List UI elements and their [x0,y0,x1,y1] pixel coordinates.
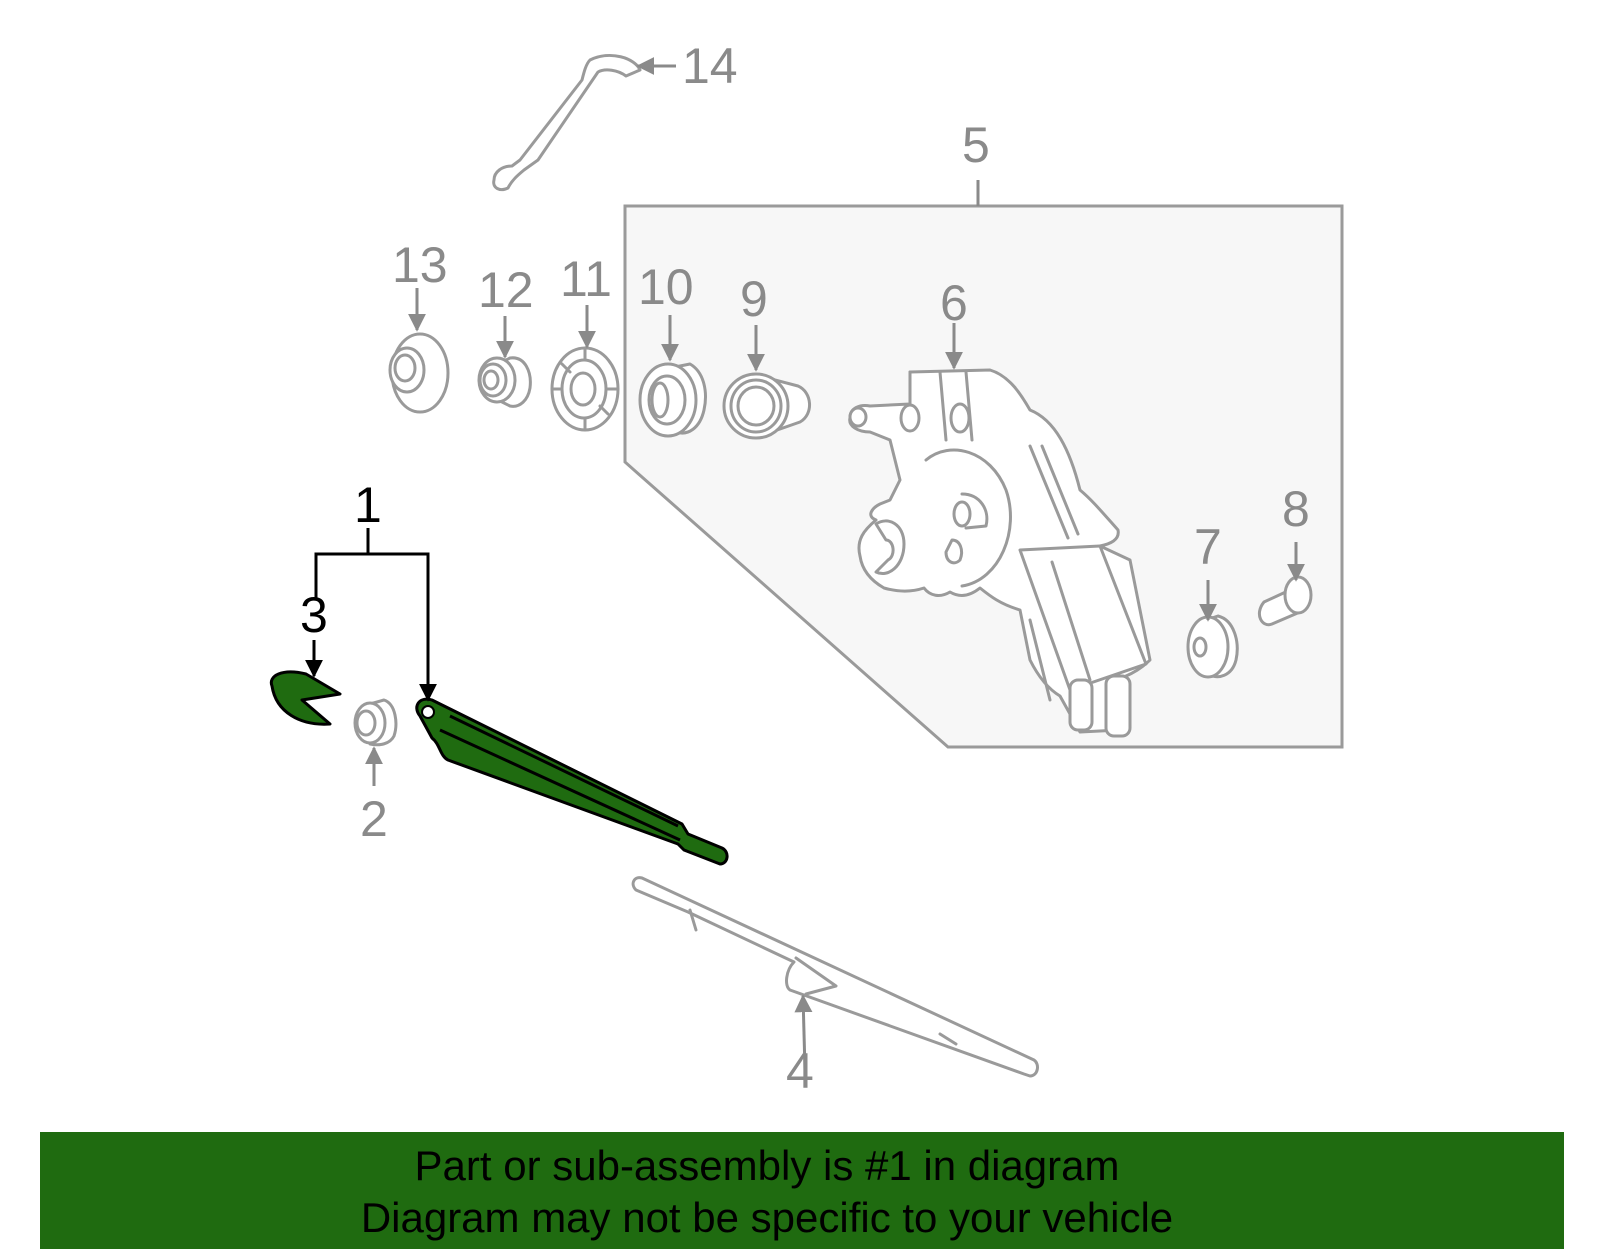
callout-5: 5 [962,117,990,173]
arm-nut-part [353,698,398,786]
info-banner: Part or sub-assembly is #1 in diagram Di… [40,1132,1564,1249]
arm-cover-part [269,640,342,726]
wiper-arm-part [314,528,729,866]
nut-part [477,316,532,408]
callout-13: 13 [392,237,448,293]
callout-8: 8 [1282,481,1310,537]
bolt-part [1258,542,1313,627]
wiper-blade-part [631,876,1039,1078]
callout-4: 4 [786,1043,814,1099]
washer-hose-part [492,54,676,192]
cap-part [388,288,450,414]
banner-line-2: Diagram may not be specific to your vehi… [360,1194,1174,1241]
callout-9: 9 [740,271,768,327]
callout-12: 12 [478,262,534,318]
callout-10: 10 [638,259,694,315]
callout-1: 1 [354,477,382,533]
callout-2: 2 [360,791,388,847]
washer-part [550,305,620,432]
banner-line-1: Part or sub-assembly is #1 in diagram [414,1142,1120,1189]
callout-6: 6 [940,275,968,331]
bushing-part [638,315,707,438]
callout-14: 14 [682,38,738,94]
cap-nut-part [1186,580,1239,679]
grommet-part [722,325,811,440]
wiper-motor-part [848,323,1152,738]
callout-3: 3 [300,587,328,643]
callout-7: 7 [1194,519,1222,575]
callout-11: 11 [560,251,612,307]
